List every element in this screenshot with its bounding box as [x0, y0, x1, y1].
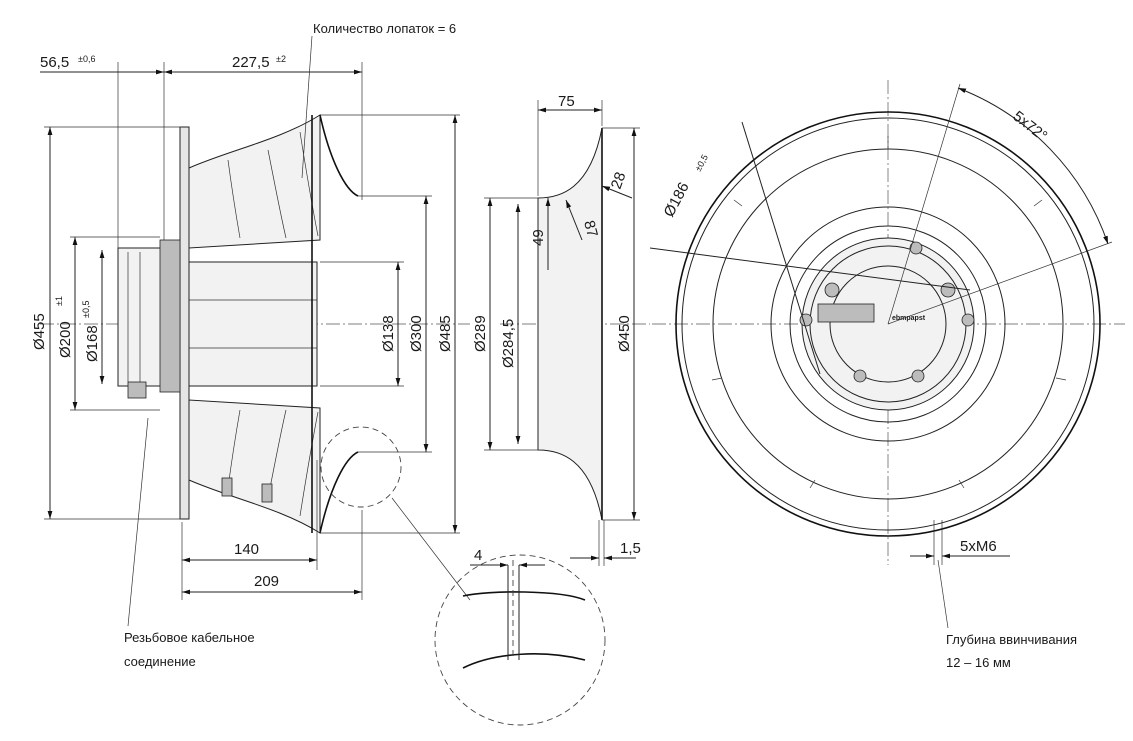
side-view	[40, 114, 470, 534]
dim-t1-5: 1,5	[620, 540, 641, 557]
dim-len209: 209	[254, 573, 279, 590]
dim-d186-tol: ±0,5	[693, 153, 710, 173]
dim-len56-tol: ±0,6	[78, 54, 95, 64]
dim-d200: Ø200	[57, 321, 74, 358]
dim-w75: 75	[558, 93, 575, 110]
dim-d168: Ø168	[84, 325, 101, 362]
dim-thread: 5xM6	[960, 538, 997, 555]
dim-len56: 56,5	[40, 54, 69, 71]
side-dimensions: Ø455 Ø200 ±1 Ø168 ±0,5 56,5 ±0,6 227,5 ±…	[31, 54, 460, 600]
note-depth-2: 12 – 16 мм	[946, 655, 1011, 670]
logo-text: ebmpapst	[892, 315, 926, 322]
dim-len227-tol: ±2	[276, 54, 286, 64]
ring-view: 75 Ø289 Ø284,5 49 87 28 Ø450 1,5	[472, 93, 650, 566]
dim-d200-tol: ±1	[54, 296, 64, 306]
note-cable-gland-2: соединение	[124, 654, 196, 669]
note-cable-gland-1: Резьбовое кабельное	[124, 630, 255, 645]
dim-r28: 28	[608, 170, 630, 191]
front-view: ebmpapst Ø186 ±0,5 5x72° 5xM6	[649, 80, 1125, 565]
detail-view: 4	[391, 497, 606, 726]
note-blades: Количество лопаток = 6	[313, 21, 456, 36]
dim-d455: Ø455	[31, 313, 48, 350]
annotations: Количество лопаток = 6 Резьбовое кабельн…	[124, 21, 1077, 670]
dim-h49: 49	[530, 229, 547, 246]
dim-d284: Ø284,5	[500, 319, 517, 368]
dim-len140: 140	[234, 541, 259, 558]
dim-d168-tol: ±0,5	[81, 301, 91, 318]
dim-d300: Ø300	[408, 315, 425, 352]
dim-d485: Ø485	[437, 315, 454, 352]
dim-len227: 227,5	[232, 54, 270, 71]
dim-r87: 87	[580, 219, 601, 240]
dim-d289: Ø289	[472, 315, 489, 352]
dim-d186: Ø186	[661, 179, 693, 219]
note-depth-1: Глубина ввинчивания	[946, 632, 1077, 647]
dim-angle: 5x72°	[1010, 108, 1051, 145]
dim-detail4: 4	[474, 547, 482, 564]
dim-d450: Ø450	[616, 315, 633, 352]
dim-d138: Ø138	[380, 315, 397, 352]
